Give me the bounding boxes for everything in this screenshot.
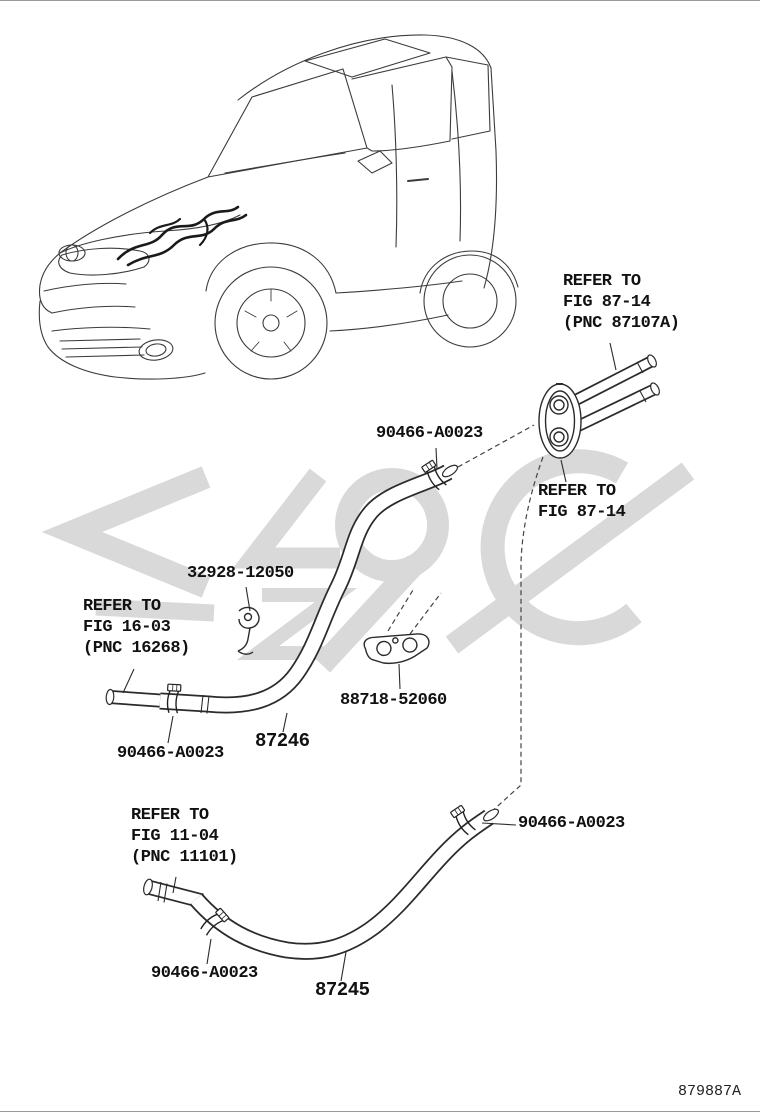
callout-part-90466-a0023-top: 90466-A0023 [376,424,483,443]
callout-ref-fig-16-03-pnc-16268: REFER TO FIG 16-03 (PNC 16268) [83,597,190,658]
callout-part-32928-12050: 32928-12050 [187,564,294,583]
callout-ref-fig-87-14-pnc-87107a: REFER TO FIG 87-14 (PNC 87107A) [563,272,680,333]
vehicle-outline [38,34,519,380]
hose-87246-assembly [105,464,459,714]
callout-part-88718-52060: 88718-52060 [340,691,447,710]
callout-ref-fig-11-04-pnc-11101: REFER TO FIG 11-04 (PNC 11101) [131,806,238,867]
leader-lines [122,342,617,982]
heater-pipes [567,354,660,435]
callout-part-90466-a0023-bottom: 90466-A0023 [151,964,258,983]
engine-bay-hoses [116,205,248,267]
firewall-grommet [538,383,582,459]
figure-code: 879887A [678,1083,742,1100]
clamp-bracket-88718 [363,633,430,665]
callout-part-90466-a0023-right: 90466-A0023 [518,814,625,833]
callout-part-90466-a0023-left: 90466-A0023 [117,744,224,763]
hose-87245-assembly [143,808,499,960]
callout-part-87245: 87245 [315,979,370,1001]
bracket-32928 [237,606,260,655]
callout-ref-fig-87-14: REFER TO FIG 87-14 [538,482,626,522]
watermark-logo [41,449,695,673]
callout-part-87246: 87246 [255,730,310,752]
routing-dashed-lines [387,424,544,814]
